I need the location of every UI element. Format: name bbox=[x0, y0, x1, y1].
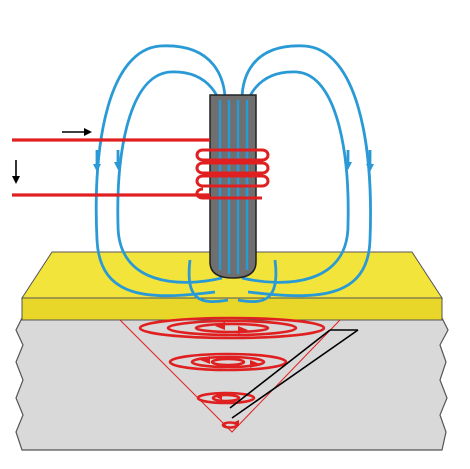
field-loop-center-right bbox=[237, 259, 278, 303]
base-material bbox=[15, 317, 449, 451]
eddy-ring-3 bbox=[194, 322, 270, 334]
eddy-ring-5 bbox=[190, 355, 266, 369]
cone-outline bbox=[119, 319, 341, 433]
eddy-ring-8 bbox=[211, 393, 241, 403]
eddy-ring-6 bbox=[210, 357, 246, 367]
current-direction-arrows bbox=[12, 128, 92, 184]
lead-wires bbox=[12, 138, 210, 197]
magnetic-field-loops bbox=[93, 44, 374, 303]
field-loop-center-left bbox=[187, 259, 229, 303]
eddy-ring-7 bbox=[196, 391, 256, 405]
coil-winding bbox=[195, 148, 270, 200]
field-loop-right-outer bbox=[240, 44, 372, 298]
eddy-ring-1 bbox=[138, 316, 326, 340]
eddy-ring-2 bbox=[166, 319, 298, 337]
eddy-current-cone bbox=[119, 316, 359, 433]
pointer-wedge bbox=[229, 329, 359, 419]
field-loop-left-outer bbox=[94, 44, 227, 298]
eddy-ring-4 bbox=[168, 352, 288, 372]
field-loop-right-inner bbox=[241, 70, 350, 284]
